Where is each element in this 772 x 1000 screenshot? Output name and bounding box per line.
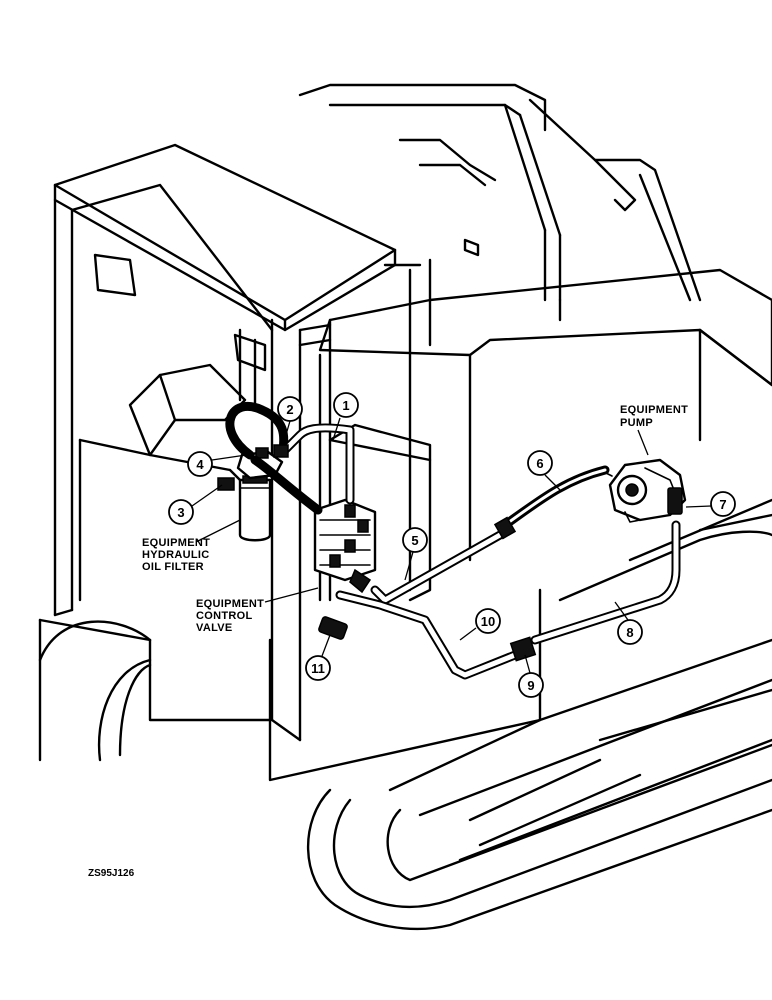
equipment-pump: [599, 458, 687, 523]
svg-text:PUMP: PUMP: [620, 417, 653, 429]
tubes: [280, 423, 681, 680]
callout-9: 9: [518, 654, 544, 698]
callout-7: 7: [685, 491, 736, 517]
roll-bar-frame: [298, 83, 702, 322]
hoses: [225, 401, 610, 530]
operator-cab: [53, 143, 480, 742]
svg-text:VALVE: VALVE: [196, 622, 233, 634]
callout-6: 6: [527, 450, 561, 491]
undercarriage-tracks: [38, 498, 772, 931]
label-equipment-pump: EQUIPMENT PUMP: [620, 404, 688, 456]
svg-text:11: 11: [311, 661, 325, 676]
svg-text:EQUIPMENT: EQUIPMENT: [142, 537, 210, 549]
svg-text:EQUIPMENT: EQUIPMENT: [620, 404, 688, 416]
fittings: [273, 444, 537, 662]
svg-text:2: 2: [286, 402, 293, 417]
svg-text:3: 3: [177, 505, 184, 520]
callout-1: 1: [332, 392, 359, 441]
svg-text:1: 1: [342, 398, 349, 413]
machine-body: [38, 268, 772, 782]
svg-text:10: 10: [481, 614, 495, 629]
svg-text:7: 7: [719, 497, 726, 512]
figure-code: ZS95J126: [88, 868, 135, 879]
svg-text:OIL FILTER: OIL FILTER: [142, 561, 204, 573]
callout-3: 3: [168, 484, 223, 525]
callout-10: 10: [459, 608, 501, 641]
svg-text:CONTROL: CONTROL: [196, 610, 252, 622]
callout-8: 8: [614, 601, 643, 645]
svg-text:9: 9: [527, 678, 534, 693]
label-oil-filter: EQUIPMENT HYDRAULIC OIL FILTER: [142, 519, 241, 573]
label-control-valve: EQUIPMENT CONTROL VALVE: [196, 587, 319, 634]
callout-5: 5: [402, 527, 428, 581]
svg-text:4: 4: [196, 457, 204, 472]
svg-text:6: 6: [536, 456, 543, 471]
svg-text:8: 8: [626, 625, 633, 640]
callout-4: 4: [187, 451, 247, 477]
callout-11: 11: [305, 634, 331, 681]
svg-text:5: 5: [411, 533, 418, 548]
svg-text:EQUIPMENT: EQUIPMENT: [196, 598, 264, 610]
callout-2: 2: [277, 396, 303, 446]
equipment-control-valve: [313, 498, 377, 594]
svg-text:HYDRAULIC: HYDRAULIC: [142, 549, 209, 561]
